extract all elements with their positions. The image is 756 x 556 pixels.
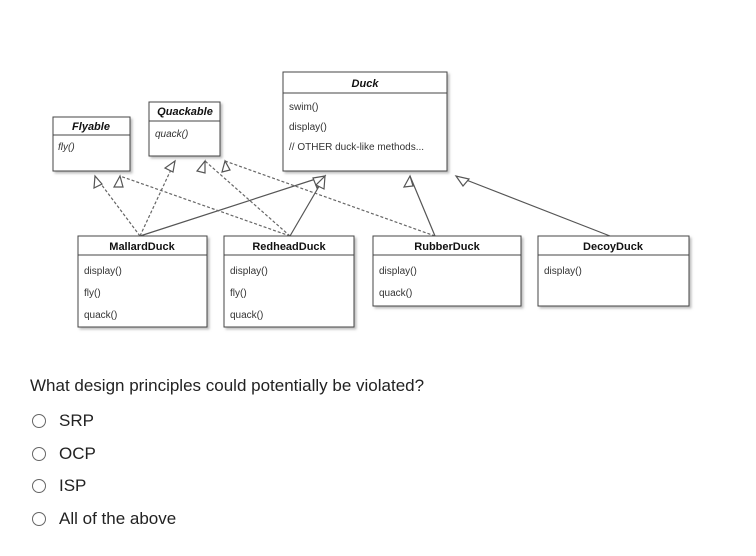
class-mallard-method: fly()	[84, 288, 101, 299]
realize-rubber-quackable	[224, 160, 436, 237]
class-redhead-name: RedheadDuck	[252, 241, 326, 253]
class-rubber-method: display()	[379, 266, 417, 277]
inherit-mallard-duck	[139, 175, 326, 237]
arrowhead-flyable-2	[112, 174, 124, 188]
option-label: SRP	[59, 411, 94, 431]
class-decoy-name: DecoyDuck	[583, 241, 644, 253]
class-duck-name: Duck	[352, 78, 380, 90]
option-label: OCP	[59, 443, 96, 463]
option-label: All of the above	[59, 508, 177, 528]
radio-button[interactable]	[32, 414, 46, 429]
arrowhead-rubber-duck	[402, 174, 414, 188]
class-duck-method: // OTHER duck-like methods...	[289, 142, 424, 153]
inherit-rubber-duck	[409, 175, 436, 237]
class-redhead-duck: RedheadDuck display() fly() quack()	[223, 235, 355, 328]
class-mallard-name: MallardDuck	[109, 241, 175, 253]
realize-mallard-flyable	[94, 175, 141, 237]
class-redhead-method: fly()	[230, 288, 247, 299]
class-duck: Duck swim() display() // OTHER duck-like…	[282, 71, 448, 172]
radio-button[interactable]	[32, 511, 46, 526]
radio-button[interactable]	[32, 479, 46, 494]
option-label: ISP	[59, 476, 87, 496]
class-mallard-method: quack()	[84, 310, 117, 321]
arrowhead-decoy-duck	[454, 175, 471, 187]
inherit-decoy-duck	[455, 175, 611, 237]
class-flyable-method: fly()	[58, 142, 75, 153]
class-rubber-duck: RubberDuck display() quack()	[372, 235, 522, 307]
answer-options: SRP OCP ISP All of the above	[30, 405, 176, 535]
option-isp[interactable]: ISP	[30, 470, 176, 503]
class-flyable: Flyable fly()	[52, 116, 131, 172]
class-decoy-duck: DecoyDuck display()	[537, 235, 690, 307]
option-srp[interactable]: SRP	[30, 405, 176, 438]
class-rubber-method: quack()	[379, 288, 412, 299]
question-text: What design principles could potentially…	[30, 376, 425, 395]
arrowhead-redhead-duck	[314, 174, 326, 190]
radio-button[interactable]	[32, 446, 46, 461]
class-duck-method: display()	[289, 122, 327, 133]
class-quackable-name: Quackable	[157, 106, 213, 118]
arrowhead-quackable-1	[163, 159, 176, 173]
class-redhead-method: quack()	[230, 310, 263, 321]
option-all-of-the-above[interactable]: All of the above	[30, 503, 176, 536]
realize-redhead-quackable	[204, 160, 291, 237]
class-rubber-name: RubberDuck	[414, 241, 480, 253]
class-quackable-method: quack()	[155, 129, 188, 140]
realize-redhead-flyable	[119, 175, 291, 237]
arrowhead-quackable-2	[195, 159, 206, 174]
arrowheads	[93, 159, 471, 190]
class-mallard-method: display()	[84, 266, 122, 277]
arrowhead-flyable-1	[93, 174, 103, 190]
relationship-lines	[94, 160, 611, 237]
class-redhead-method: display()	[230, 266, 268, 277]
arrowhead-quackable-3	[221, 159, 231, 173]
option-ocp[interactable]: OCP	[30, 438, 176, 471]
class-flyable-name: Flyable	[72, 121, 110, 133]
realize-mallard-quackable	[139, 160, 176, 237]
class-decoy-method: display()	[544, 266, 582, 277]
class-duck-method: swim()	[289, 102, 318, 113]
uml-class-diagram: Flyable fly() Quackable quack() Duck swi…	[52, 71, 690, 328]
class-quackable: Quackable quack()	[148, 101, 221, 157]
class-mallard-duck: MallardDuck display() fly() quack()	[77, 235, 208, 328]
